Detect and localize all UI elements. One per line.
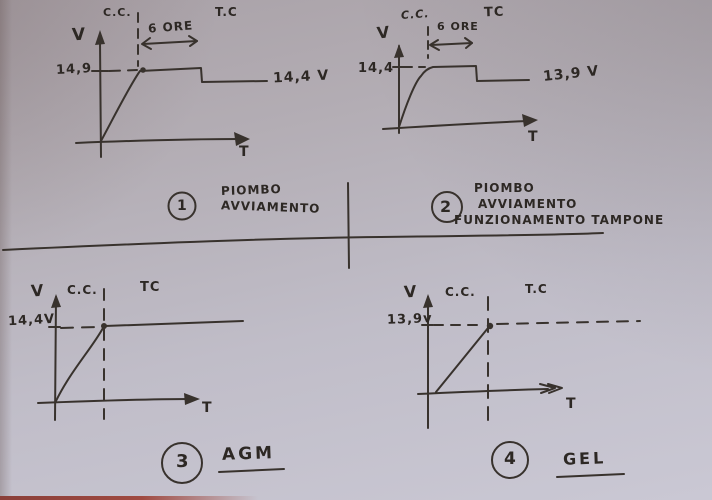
chart3-t-axis-label: T <box>202 400 213 416</box>
chart2-cc-phase-label: C.C. <box>400 7 430 22</box>
chart4-curve-rise <box>435 327 489 393</box>
gel-underline <box>556 473 625 478</box>
caption4-number: 4 <box>504 449 517 469</box>
chart4-v-axis-arrow-icon <box>423 294 433 308</box>
chart3-v-axis-label: V <box>30 280 46 301</box>
chart1-v-axis <box>99 41 102 158</box>
chart3-curve-rise <box>55 327 104 402</box>
chart3-plateau-value: 14,4V <box>7 311 56 330</box>
chart1-v-axis-label: V <box>71 24 87 46</box>
chart2-v-axis-arrow-icon <box>394 44 404 58</box>
caption2-number: 2 <box>440 197 453 216</box>
caption2-line1: PIOMBO <box>474 181 535 195</box>
caption4-line1: GEL <box>562 448 607 469</box>
chart1-value-dashes <box>108 69 138 72</box>
chart2-t-axis-arrow-icon <box>522 114 538 127</box>
horizontal-rule-line <box>2 232 604 251</box>
chart2-duration-arrowheads-icon <box>429 37 473 51</box>
chart4-t-axis-label: T <box>566 396 577 412</box>
chart1 <box>75 12 268 158</box>
chart1-t-axis <box>75 138 241 144</box>
chart2-plateau-value: 14,4 <box>358 61 395 76</box>
chart2-v-axis-label: V <box>375 22 392 43</box>
chart1-tc-phase-label: T.C <box>215 5 238 19</box>
chart3-cc-phase-label: C.C. <box>67 283 98 297</box>
chart1-duration-arrow <box>142 40 198 45</box>
chart1-v-axis-arrow-icon <box>95 30 105 45</box>
chart2-t-axis <box>382 120 529 130</box>
caption1-number: 1 <box>177 198 188 214</box>
chart1-t-axis-label: T <box>239 144 250 160</box>
chart3-v-axis-arrow-icon <box>51 294 61 308</box>
chart3-value-dashes <box>60 326 98 329</box>
chart2-duration-label: 6 ORE <box>437 20 479 33</box>
table-edge-red-strip <box>0 496 258 500</box>
chart1-curve <box>100 67 268 142</box>
caption1-line2: AVVIAMENTO <box>220 198 321 216</box>
chart2 <box>382 26 538 134</box>
chart3-v-axis <box>54 296 57 421</box>
chart1-cc-phase-label: C.C. <box>103 6 132 19</box>
chart2-curve <box>398 65 530 128</box>
caption2-number-circle <box>431 191 463 223</box>
caption2-line3: FUNZIONAMENTO TAMPONE <box>454 213 665 227</box>
chart1-duration-arrowheads-icon <box>141 35 198 50</box>
caption4-number-circle <box>491 441 529 479</box>
agm-underline <box>218 468 285 473</box>
chart2-t-axis-label: T <box>528 129 539 145</box>
chart2-tc-phase-label: TC <box>483 4 505 21</box>
chart3-t-axis-arrow-icon <box>184 393 200 405</box>
caption3-line1: AGM <box>221 443 276 465</box>
chart1-duration-label: 6 ORE <box>147 18 194 36</box>
chart4-cc-phase-label: C.C. <box>445 285 476 299</box>
chart3-plateau-line <box>104 320 244 327</box>
chart1-plateau-point <box>140 67 146 73</box>
caption3-number: 3 <box>176 451 190 472</box>
chart2-duration-arrow <box>430 42 473 46</box>
chart4-plateau-dashes <box>496 320 641 325</box>
chart4-v-axis-label: V <box>403 281 419 302</box>
chart1-t-axis-arrow-icon <box>234 132 250 146</box>
chart1-end-value: 14,4 V <box>272 67 330 87</box>
chart3-plateau-point <box>101 323 107 329</box>
chart3-tc-phase-label: TC <box>140 280 161 295</box>
chart4-plateau-point <box>486 322 494 330</box>
vertical-divider-line <box>347 182 350 269</box>
caption3-number-circle <box>161 442 203 484</box>
chart3 <box>37 288 244 421</box>
chart3-t-axis <box>37 398 191 404</box>
chart1-plateau-value: 14,9 <box>55 61 93 78</box>
chart4-t-axis <box>417 388 549 395</box>
chart4-plateau-value: 13,9v <box>386 311 433 328</box>
chart4-t-axis-arrow-icon <box>539 383 563 394</box>
chart4-tc-phase-label: T.C <box>525 282 548 296</box>
caption1-number-circle <box>167 191 197 221</box>
caption2-line2: AVVIAMENTO <box>478 197 578 211</box>
chart4 <box>417 294 641 429</box>
caption1-line1: PIOMBO <box>220 181 282 199</box>
